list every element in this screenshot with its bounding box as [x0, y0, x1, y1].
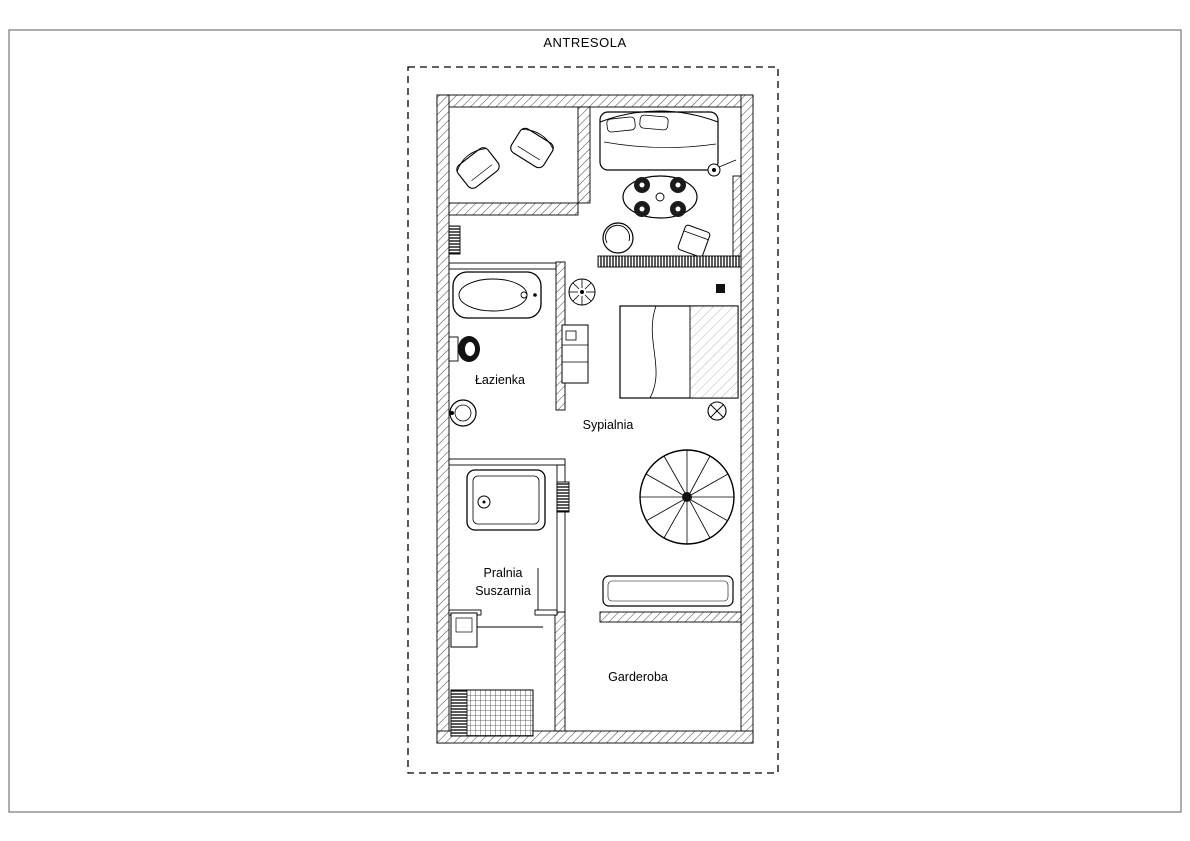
duct-column	[732, 175, 742, 257]
round-chair-icon	[602, 222, 634, 254]
outer-wall-left	[436, 94, 450, 744]
bed-icon	[619, 305, 739, 399]
dining-chair-icon	[670, 177, 686, 193]
laundry-label-line2: Suszarnia	[475, 584, 531, 598]
sheet-border	[8, 29, 1182, 813]
plan-title: ANTRESOLA	[543, 35, 626, 50]
dining-chair-icon	[634, 177, 650, 193]
walls	[436, 94, 754, 744]
outer-wall-top	[436, 94, 754, 108]
lamp-icon	[707, 159, 737, 177]
toilet-icon	[448, 336, 480, 362]
laundry-label-line1: Pralnia	[484, 566, 523, 580]
lounge-furniture	[597, 110, 742, 268]
bathroom-top-partition	[448, 262, 557, 270]
bathroom-fixtures: Łazienka	[448, 271, 542, 427]
armchair-icon	[456, 147, 500, 189]
railing-icon	[597, 255, 742, 268]
bedroom-label: Sypialnia	[583, 418, 634, 432]
laundry-fixtures: Pralnia Suszarnia	[450, 469, 570, 737]
dining-table-icon	[622, 175, 698, 219]
side-chair-icon	[677, 224, 711, 258]
shelf-unit-icon	[561, 324, 589, 384]
storage-bottom-wall	[448, 202, 579, 216]
closet-label: Garderoba	[608, 670, 668, 684]
dresser-inner	[607, 580, 729, 602]
bathroom-bottom-partition	[448, 458, 566, 466]
laundry-right-partition	[556, 464, 566, 613]
dining-chair-icon	[634, 201, 650, 217]
radiator-icon	[556, 481, 570, 513]
laundry-bottom-partition-b	[534, 609, 558, 616]
outer-wall-right	[740, 94, 754, 744]
washbasin-icon	[449, 399, 477, 427]
storage-room-furniture	[456, 127, 554, 189]
plant-icon	[568, 278, 596, 306]
spiral-staircase-icon	[639, 449, 735, 545]
storage-right-wall	[577, 106, 591, 204]
water-heater-icon	[450, 612, 543, 648]
armchair-icon	[510, 127, 554, 169]
side-table-icon	[707, 401, 727, 421]
dining-chair-icon	[670, 201, 686, 217]
radiator-icon	[448, 225, 461, 255]
bathroom-label: Łazienka	[475, 373, 525, 387]
shower-tray-icon	[466, 469, 546, 531]
dresser-icon	[602, 575, 734, 607]
dashed-boundary	[407, 66, 779, 774]
closet-top-wall	[599, 611, 742, 623]
bedroom-furniture: Sypialnia	[561, 278, 739, 607]
double-bed-icon	[599, 110, 719, 171]
vent-icon	[716, 284, 725, 293]
bathtub-icon	[452, 271, 542, 319]
closet-left-wall	[554, 611, 566, 732]
drying-rack-icon	[450, 689, 534, 737]
